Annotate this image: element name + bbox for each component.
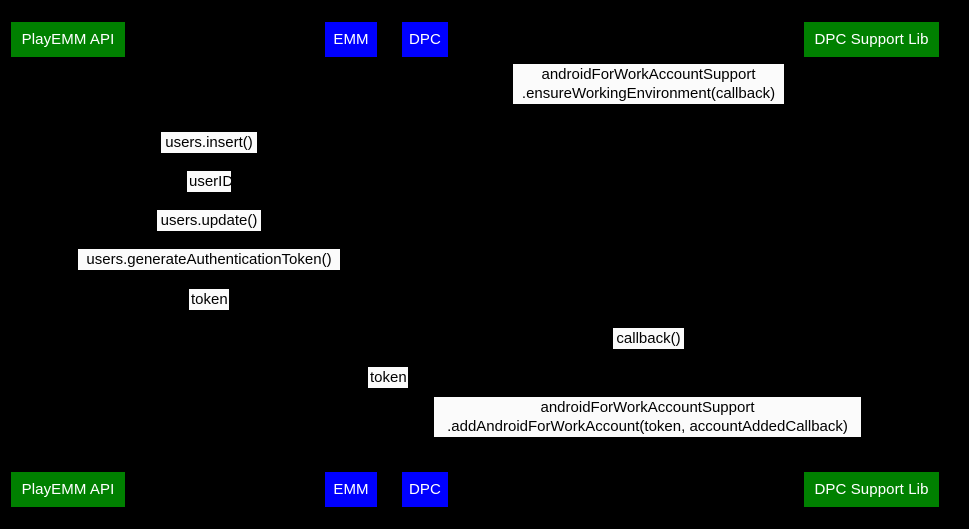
message-arrow-token-to-emm [68,311,351,312]
participant-emm-bottom[interactable]: EMM [325,472,377,507]
participant-dpclib-top[interactable]: DPC Support Lib [804,22,939,57]
message-label-token-to-emm: token [189,289,229,310]
message-arrow-user-id [68,193,351,194]
lifeline-dpclib [871,57,872,472]
participant-emm-top[interactable]: EMM [325,22,377,57]
message-arrow-add-android-for-work-account [425,438,871,439]
message-label-line: .addAndroidForWorkAccount(token, account… [447,418,848,435]
lifeline-dpc [425,57,426,472]
message-label-line: .ensureWorkingEnvironment(callback) [521,85,776,102]
message-label-line: users.generateAuthenticationToken() [86,251,332,268]
participant-dpc-bottom[interactable]: DPC [402,472,448,507]
message-label-line: callback() [616,330,681,347]
lifeline-emm [351,57,352,472]
participant-playemm-bottom[interactable]: PlayEMM API [11,472,125,507]
message-arrow-users-generate-authentication-token [68,271,351,272]
participant-label: DPC [409,481,441,498]
participant-label: EMM [333,31,369,48]
participant-label: PlayEMM API [21,31,115,48]
participant-label: DPC Support Lib [814,31,929,48]
message-arrow-ensure-working-environment [425,105,871,106]
message-label-line: androidForWorkAccountSupport [541,66,756,83]
message-label-users-update: users.update() [157,210,261,231]
participant-label: DPC Support Lib [814,481,929,498]
message-label-ensure-working-environment: androidForWorkAccountSupport .ensureWorki… [513,64,784,104]
message-label-line: androidForWorkAccountSupport [540,399,755,416]
lifeline-playemm [68,57,69,472]
participant-dpc-top[interactable]: DPC [402,22,448,57]
message-label-line: token [370,369,407,386]
message-arrow-token-to-dpc [351,389,425,390]
message-label-line: users.insert() [165,134,253,151]
participant-label: EMM [333,481,369,498]
message-label-line: token [191,291,228,308]
message-label-add-android-for-work-account: androidForWorkAccountSupport .addAndroidF… [434,397,861,437]
message-label-users-insert: users.insert() [161,132,257,153]
message-label-line: userID [189,173,234,190]
message-label-line: users.update() [160,212,258,229]
message-arrow-callback [425,350,871,351]
participant-dpclib-bottom[interactable]: DPC Support Lib [804,472,939,507]
message-label-user-id: userID [187,171,234,192]
message-label-callback: callback() [613,328,684,349]
participant-label: DPC [409,31,441,48]
participant-playemm-top[interactable]: PlayEMM API [11,22,125,57]
message-label-users-generate-authentication-token: users.generateAuthenticationToken() [78,249,340,270]
message-arrow-users-insert [68,154,351,155]
message-label-token-to-dpc: token [368,367,408,388]
message-arrow-users-update [68,232,351,233]
participant-label: PlayEMM API [21,481,115,498]
